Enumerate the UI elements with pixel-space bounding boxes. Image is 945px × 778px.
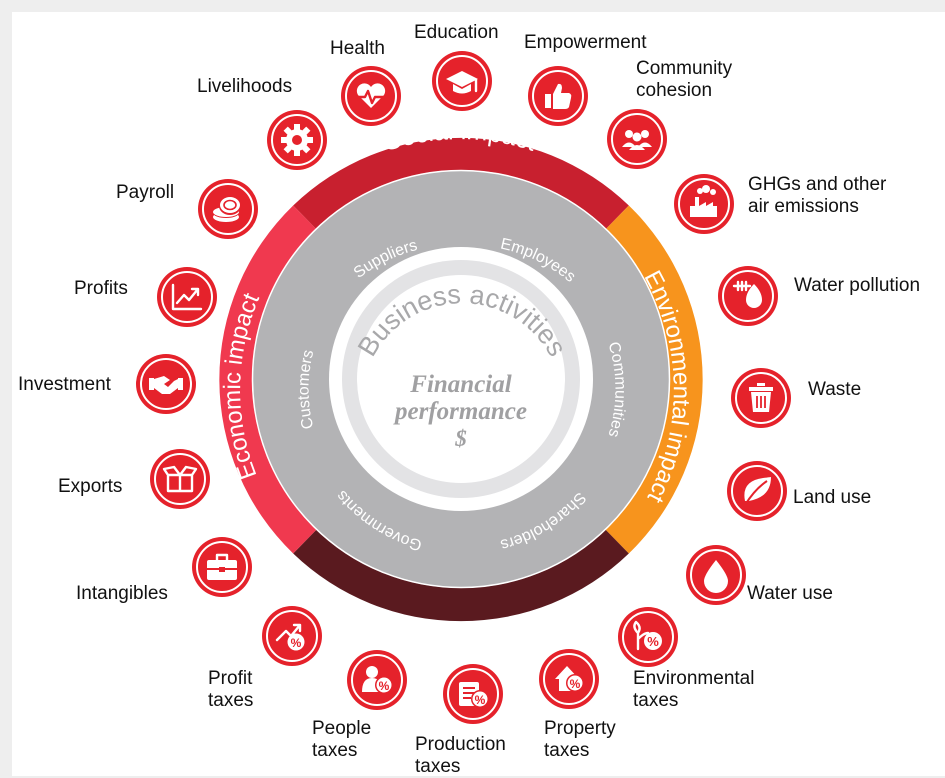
- people-group-icon: [607, 109, 667, 169]
- ghgs-label-line1: GHGs and other: [748, 174, 887, 195]
- leaf-icon: [727, 461, 787, 521]
- property-taxes-label: Property taxes: [544, 718, 616, 762]
- fish-skeleton-drop-icon: [718, 266, 778, 326]
- profit-taxes-label: Profit taxes: [208, 668, 253, 712]
- people-taxes-line1: People: [312, 718, 372, 739]
- social-impact-sector: [293, 137, 629, 230]
- heart-pulse-icon: [341, 66, 401, 126]
- svg-text:%: %: [379, 679, 390, 693]
- people-taxes-label: People taxes: [312, 718, 371, 762]
- tax-impact-sector: [293, 529, 629, 622]
- diagram-graphic: Social impact Environmental impact Econo…: [136, 51, 791, 724]
- water-pollution-label: Water pollution: [794, 275, 921, 296]
- property-taxes-line2: taxes: [544, 740, 590, 761]
- environmental-taxes-line2: taxes: [633, 690, 679, 711]
- people-taxes-line2: taxes: [312, 740, 358, 761]
- impact-ring: [219, 137, 703, 622]
- environmental-taxes-label: Environmental taxes: [633, 668, 754, 712]
- graduation-cap-icon: [432, 51, 492, 111]
- environmental-taxes-line1: Environmental: [633, 668, 755, 689]
- rising-chart-icon: [157, 267, 217, 327]
- intangibles-label: Intangibles: [76, 583, 168, 604]
- house-percent-icon: %: [539, 649, 599, 709]
- svg-text:Customers: Customers: [295, 348, 317, 430]
- community-label-line1: Community: [636, 58, 733, 79]
- arrow-up-percent-icon: %: [262, 606, 322, 666]
- environmental-impact-sector: [605, 205, 703, 554]
- production-taxes-line2: taxes: [415, 756, 461, 777]
- ghgs-label-line2: air emissions: [748, 196, 859, 217]
- payroll-label: Payroll: [116, 182, 175, 203]
- water-use-label: Water use: [747, 583, 833, 604]
- waste-label: Waste: [808, 379, 862, 400]
- empowerment-label: Empowerment: [524, 32, 647, 53]
- production-taxes-line1: Production: [415, 734, 506, 755]
- document-percent-icon: %: [443, 664, 503, 724]
- svg-text:Tax impact: Tax impact: [399, 619, 520, 654]
- svg-text:%: %: [647, 634, 659, 649]
- exports-label: Exports: [58, 476, 123, 497]
- property-taxes-line1: Property: [544, 718, 616, 739]
- customers-label: Customers: [295, 348, 317, 430]
- open-box-icon: [150, 449, 210, 509]
- land-use-label: Land use: [793, 487, 872, 508]
- thumbs-up-icon: [528, 66, 588, 126]
- svg-text:%: %: [570, 677, 581, 691]
- briefcase-icon: [192, 537, 252, 597]
- financial-label: Financial: [409, 371, 511, 398]
- coin-stack-icon: [198, 179, 258, 239]
- tax-impact-label: Tax impact: [399, 619, 520, 654]
- svg-text:%: %: [475, 693, 486, 707]
- plant-percent-icon: %: [618, 607, 678, 667]
- health-label: Health: [330, 38, 385, 59]
- education-label: Education: [414, 22, 499, 43]
- investment-label: Investment: [18, 374, 111, 395]
- community-label-line2: cohesion: [636, 80, 713, 101]
- production-taxes-label: Production taxes: [415, 734, 506, 778]
- gear-icon: [267, 110, 327, 170]
- handshake-icon: [136, 354, 196, 414]
- dollar-label: $: [454, 426, 467, 451]
- economic-impact-sector: [219, 205, 317, 554]
- water-drop-icon: [686, 545, 746, 605]
- profit-taxes-line1: Profit: [208, 668, 253, 689]
- person-percent-icon: %: [347, 650, 407, 710]
- profit-taxes-line2: taxes: [208, 690, 254, 711]
- profits-label: Profits: [74, 278, 128, 299]
- performance-label: performance: [393, 398, 527, 425]
- livelihoods-label: Livelihoods: [197, 76, 293, 97]
- svg-text:%: %: [291, 636, 302, 650]
- factory-smoke-icon: [674, 174, 734, 234]
- community-cohesion-label: Community cohesion: [636, 58, 732, 102]
- impact-diagram: Social impact Environmental impact Econo…: [12, 12, 945, 778]
- ghgs-label: GHGs and other air emissions: [748, 174, 886, 218]
- trash-can-icon: [731, 368, 791, 428]
